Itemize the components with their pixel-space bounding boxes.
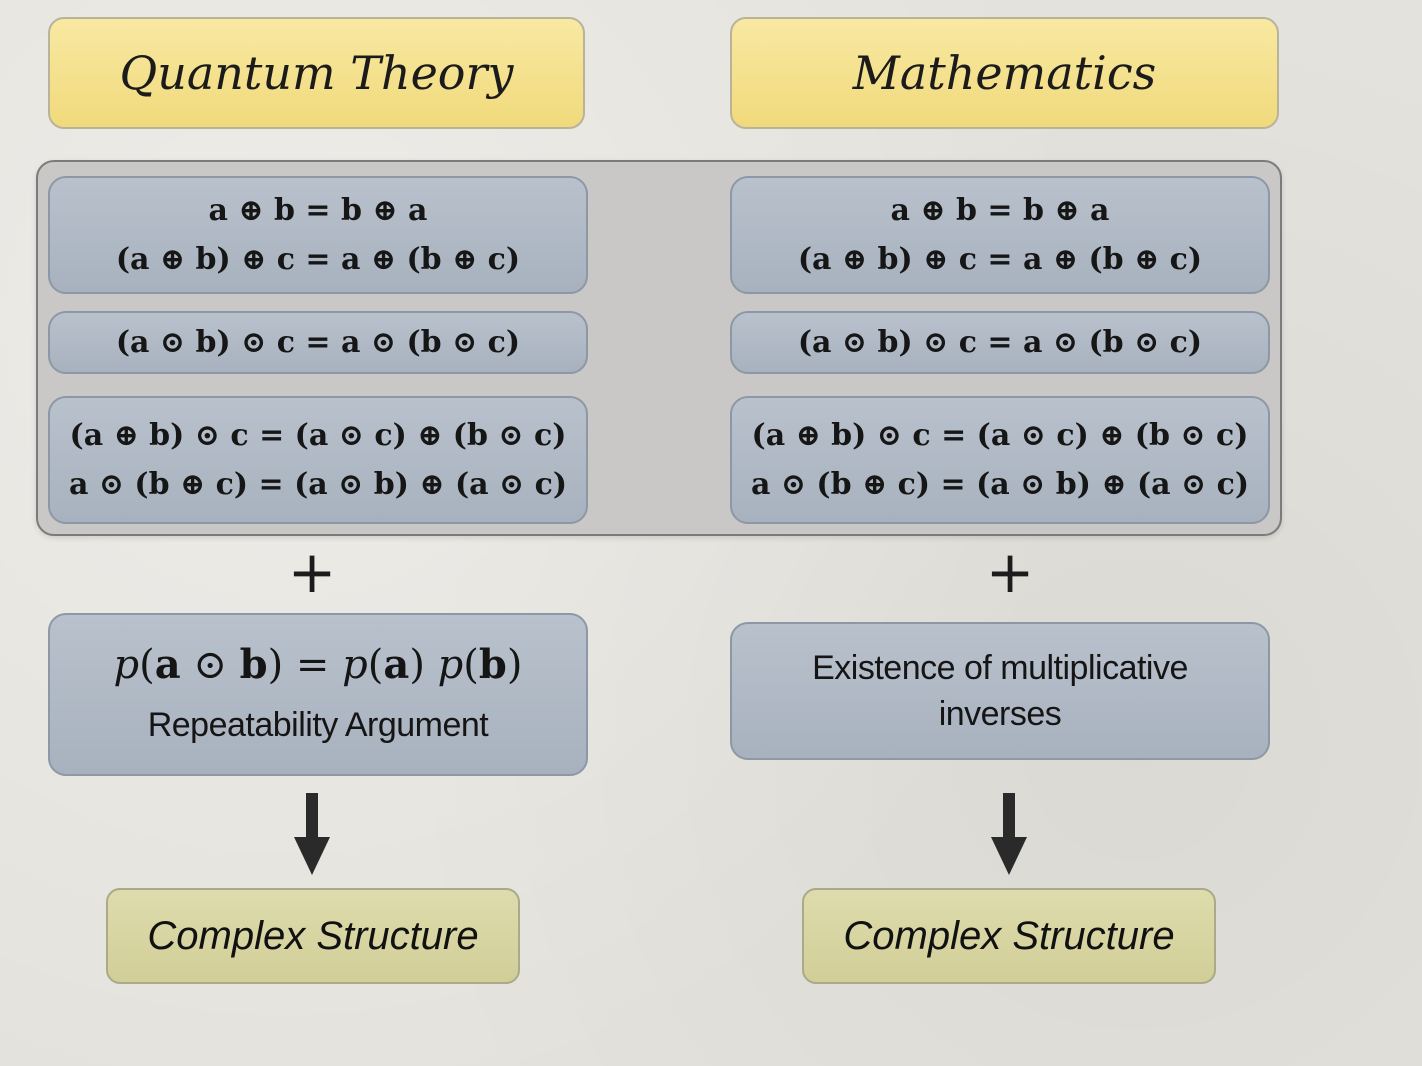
math-plus-sign: + <box>985 538 1035 606</box>
quantum-right-distributivity: (a ⊕ b) ⊙ c = (a ⊙ c) ⊕ (b ⊙ c) <box>69 418 567 453</box>
quantum-extra-condition: p(a ⊙ b) = p(a) p(b) Repeatability Argum… <box>48 613 588 776</box>
quantum-result-label: Complex Structure <box>147 913 479 958</box>
math-right-distributivity: (a ⊕ b) ⊙ c = (a ⊙ c) ⊕ (b ⊙ c) <box>751 418 1249 453</box>
quantum-plus-sign: + <box>287 538 337 606</box>
math-multiplicative-associativity: (a ⊙ b) ⊙ c = a ⊙ (b ⊙ c) <box>797 325 1203 360</box>
quantum-left-distributivity: a ⊙ (b ⊕ c) = (a ⊙ b) ⊕ (a ⊙ c) <box>68 467 568 502</box>
quantum-multiplicative-axiom: (a ⊙ b) ⊙ c = a ⊙ (b ⊙ c) <box>48 311 588 374</box>
quantum-commutativity: a ⊕ b = b ⊕ a <box>208 193 428 228</box>
quantum-additive-axioms: a ⊕ b = b ⊕ a (a ⊕ b) ⊕ c = a ⊕ (b ⊕ c) <box>48 176 588 294</box>
quantum-result-box: Complex Structure <box>106 888 520 984</box>
header-quantum-theory: Quantum Theory <box>48 17 585 129</box>
math-result-label: Complex Structure <box>843 913 1175 958</box>
multiplicativity-formula: p(a ⊙ b) = p(a) p(b) <box>113 641 523 688</box>
inverses-line-2: inverses <box>938 695 1062 733</box>
math-multiplicative-axiom: (a ⊙ b) ⊙ c = a ⊙ (b ⊙ c) <box>730 311 1270 374</box>
math-result-box: Complex Structure <box>802 888 1216 984</box>
header-quantum-theory-label: Quantum Theory <box>119 46 514 100</box>
header-mathematics-label: Mathematics <box>852 46 1157 100</box>
math-additive-axioms: a ⊕ b = b ⊕ a (a ⊕ b) ⊕ c = a ⊕ (b ⊕ c) <box>730 176 1270 294</box>
header-mathematics: Mathematics <box>730 17 1279 129</box>
quantum-additive-associativity: (a ⊕ b) ⊕ c = a ⊕ (b ⊕ c) <box>115 242 521 277</box>
math-left-distributivity: a ⊙ (b ⊕ c) = (a ⊙ b) ⊕ (a ⊙ c) <box>750 467 1250 502</box>
quantum-down-arrow-icon <box>294 793 330 875</box>
quantum-distributive-axioms: (a ⊕ b) ⊙ c = (a ⊙ c) ⊕ (b ⊙ c) a ⊙ (b ⊕… <box>48 396 588 524</box>
math-commutativity: a ⊕ b = b ⊕ a <box>890 193 1110 228</box>
math-distributive-axioms: (a ⊕ b) ⊙ c = (a ⊙ c) ⊕ (b ⊙ c) a ⊙ (b ⊕… <box>730 396 1270 524</box>
math-down-arrow-icon <box>991 793 1027 875</box>
repeatability-argument-label: Repeatability Argument <box>147 706 489 744</box>
inverses-line-1: Existence of multiplicative <box>812 649 1188 687</box>
math-extra-condition: Existence of multiplicative inverses <box>730 622 1270 760</box>
math-additive-associativity: (a ⊕ b) ⊕ c = a ⊕ (b ⊕ c) <box>797 242 1203 277</box>
quantum-multiplicative-associativity: (a ⊙ b) ⊙ c = a ⊙ (b ⊙ c) <box>115 325 521 360</box>
